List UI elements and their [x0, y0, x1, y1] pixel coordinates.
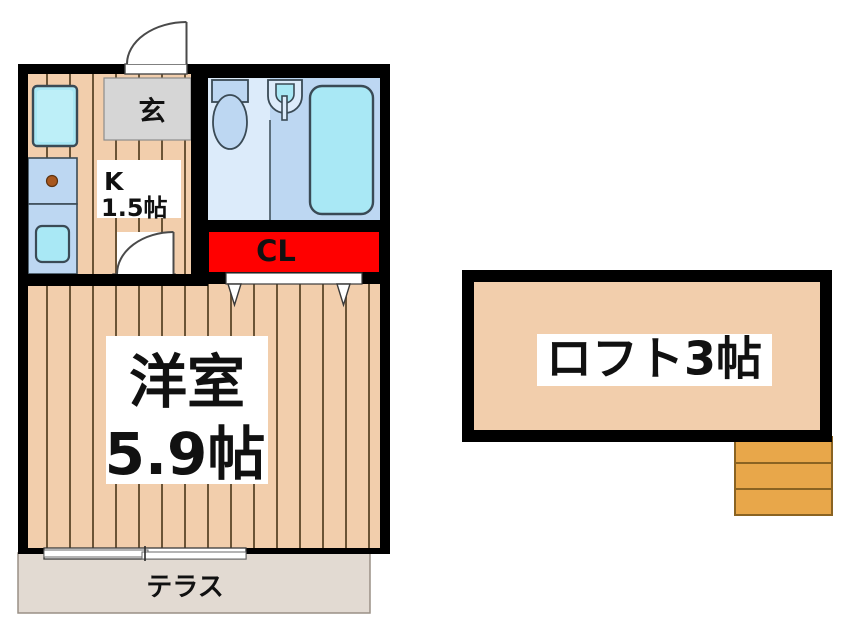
- loft-label-bg: [537, 334, 772, 386]
- western-room-label-bg: [106, 336, 268, 484]
- washbasin-pedestal: [281, 95, 288, 121]
- kitchen-door-arc: [116, 231, 174, 275]
- loft-unit: ロフト3帖: [462, 270, 833, 516]
- genkan-tile-floor: [103, 77, 192, 141]
- interior-wall-vertical: [191, 64, 208, 284]
- terrace-label: テラス: [146, 573, 223, 603]
- sink-basin-icon: [34, 224, 71, 264]
- kitchen-label-group: K 1.5帖: [97, 160, 181, 222]
- kitchen-label-bg: [97, 160, 181, 218]
- kitchen-fixtures: [28, 84, 79, 274]
- sliding-door-panel-left[interactable]: [43, 549, 149, 558]
- stove-burner-icon: [45, 174, 59, 188]
- washer-space: [31, 84, 79, 148]
- western-room-label-line2: 5.9帖: [105, 420, 266, 488]
- washer-space-inner: [37, 90, 73, 142]
- loft-ladder[interactable]: [734, 436, 833, 516]
- toilet-bowl-icon: [212, 94, 248, 150]
- sliding-door-panel-right[interactable]: [141, 551, 247, 560]
- entrance-door-arc: [126, 21, 187, 65]
- kitchen-door-swing-fill: [117, 232, 174, 274]
- ladder-body: [734, 436, 833, 516]
- closet-folding-door-left: [227, 283, 242, 308]
- entrance-door-swing-fill: [127, 22, 187, 64]
- kitchen-label-line1: K: [104, 167, 125, 196]
- kitchen-sink: [28, 203, 78, 274]
- bathroom-area: [208, 78, 380, 220]
- entrance-door-threshold: [124, 63, 188, 75]
- western-room-label-group: 洋室 5.9帖: [105, 336, 268, 488]
- genkan-label: 玄: [139, 96, 166, 128]
- terrace-area: テラス: [17, 552, 371, 614]
- entrance-door[interactable]: [124, 21, 188, 75]
- closet-folding-door-right: [336, 283, 351, 308]
- loft-label: ロフト3帖: [546, 332, 762, 386]
- cooktop-counter: [28, 157, 78, 205]
- genkan-area: 玄: [103, 77, 192, 141]
- bathtub-icon: [308, 84, 375, 216]
- kitchen-label-line2: 1.5帖: [101, 194, 168, 222]
- terrace-sliding-door[interactable]: [43, 546, 247, 561]
- loft-label-group: ロフト3帖: [537, 332, 772, 386]
- terrace-slab: [17, 552, 371, 614]
- closet-door-sill: [225, 272, 363, 285]
- closet-label: CL: [256, 234, 296, 268]
- closet-area: CL: [207, 230, 381, 308]
- western-room-label-line1: 洋室: [129, 348, 245, 416]
- interior-wall-bath-bottom: [191, 220, 390, 232]
- interior-wall-room-top: [18, 274, 208, 286]
- apartment-unit: テラス 玄: [17, 21, 390, 614]
